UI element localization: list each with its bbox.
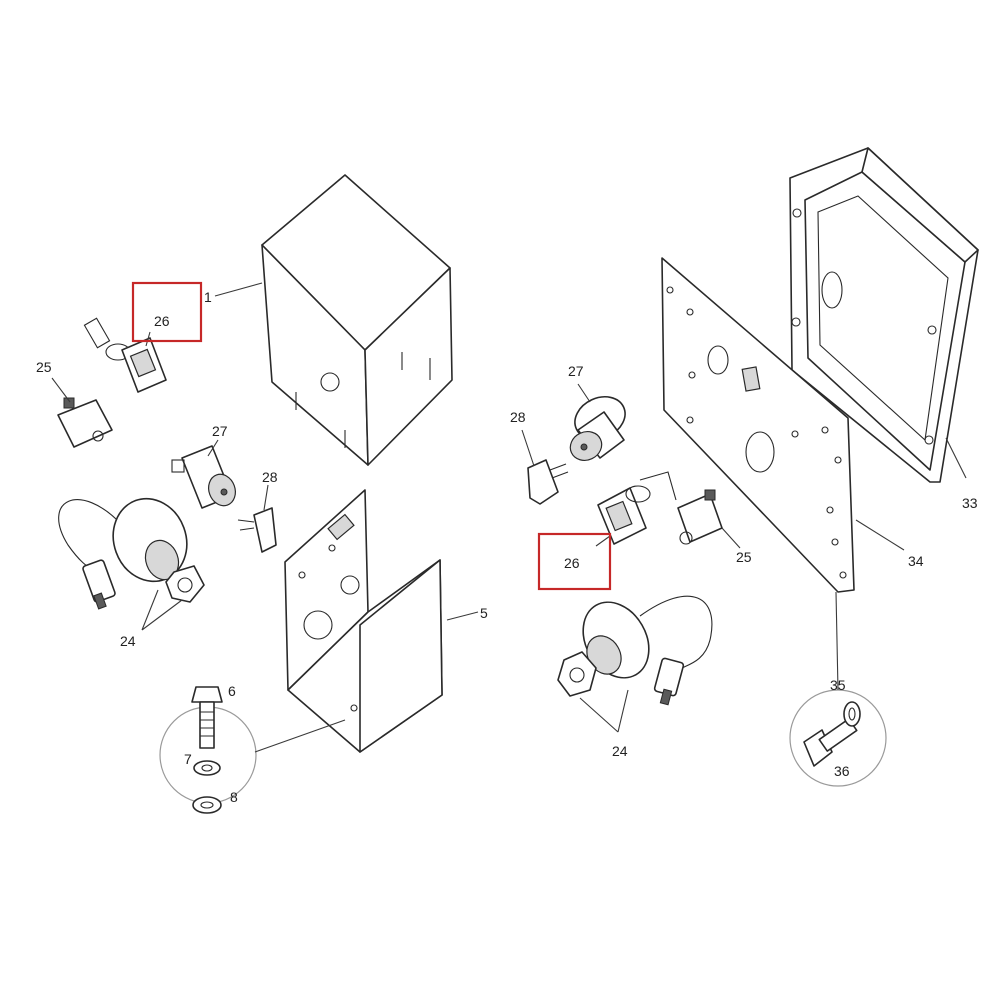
- callout-28-right: 28: [510, 409, 526, 425]
- key-part-28-right[interactable]: [527, 459, 569, 505]
- leader-lines-left: [51, 282, 479, 753]
- lock-cylinder-part-27-right[interactable]: [566, 389, 632, 466]
- callout-28-left: 28: [262, 469, 278, 485]
- buzzer-part-24-left[interactable]: [58, 488, 205, 610]
- callout-27-right: 27: [568, 363, 584, 379]
- key-part-28-left[interactable]: [237, 507, 277, 553]
- cover-part-1[interactable]: [261, 174, 453, 466]
- switch-part-26-right[interactable]: [597, 471, 677, 545]
- callout-24-right: 24: [612, 743, 628, 759]
- callout-24-left: 24: [120, 633, 136, 649]
- highlight-box-26-right: [537, 532, 612, 591]
- callout-26-right: 26: [564, 555, 580, 571]
- callout-36-right: 36: [834, 763, 850, 779]
- callout-1-left: 1: [204, 289, 212, 305]
- callout-34-right: 34: [908, 553, 924, 569]
- callout-26-left: 26: [154, 313, 170, 329]
- microswitch-part-25-left[interactable]: [57, 397, 113, 448]
- enclosure-part-33[interactable]: [789, 147, 979, 483]
- callout-7-left: 7: [184, 751, 192, 767]
- plate-part-34[interactable]: [661, 257, 855, 593]
- lock-cylinder-part-27-left[interactable]: [171, 445, 240, 509]
- callout-35-right: 35: [830, 677, 846, 693]
- hardware-detail-left: [159, 686, 257, 814]
- leader-lines-right: [521, 383, 967, 733]
- hardware-detail-right: [789, 689, 887, 787]
- switch-part-26-left[interactable]: [83, 317, 167, 393]
- highlight-box-26-left: [131, 281, 203, 343]
- callout-5-left: 5: [480, 605, 488, 621]
- buzzer-part-24-right[interactable]: [557, 590, 713, 706]
- callout-27-left: 27: [212, 423, 228, 439]
- microswitch-part-25-right[interactable]: [677, 489, 723, 545]
- callout-25-right: 25: [736, 549, 752, 565]
- callout-25-left: 25: [36, 359, 52, 375]
- box-part-5[interactable]: [284, 489, 443, 753]
- callout-8-left: 8: [230, 789, 238, 805]
- callout-6-left: 6: [228, 683, 236, 699]
- callout-33-right: 33: [962, 495, 978, 511]
